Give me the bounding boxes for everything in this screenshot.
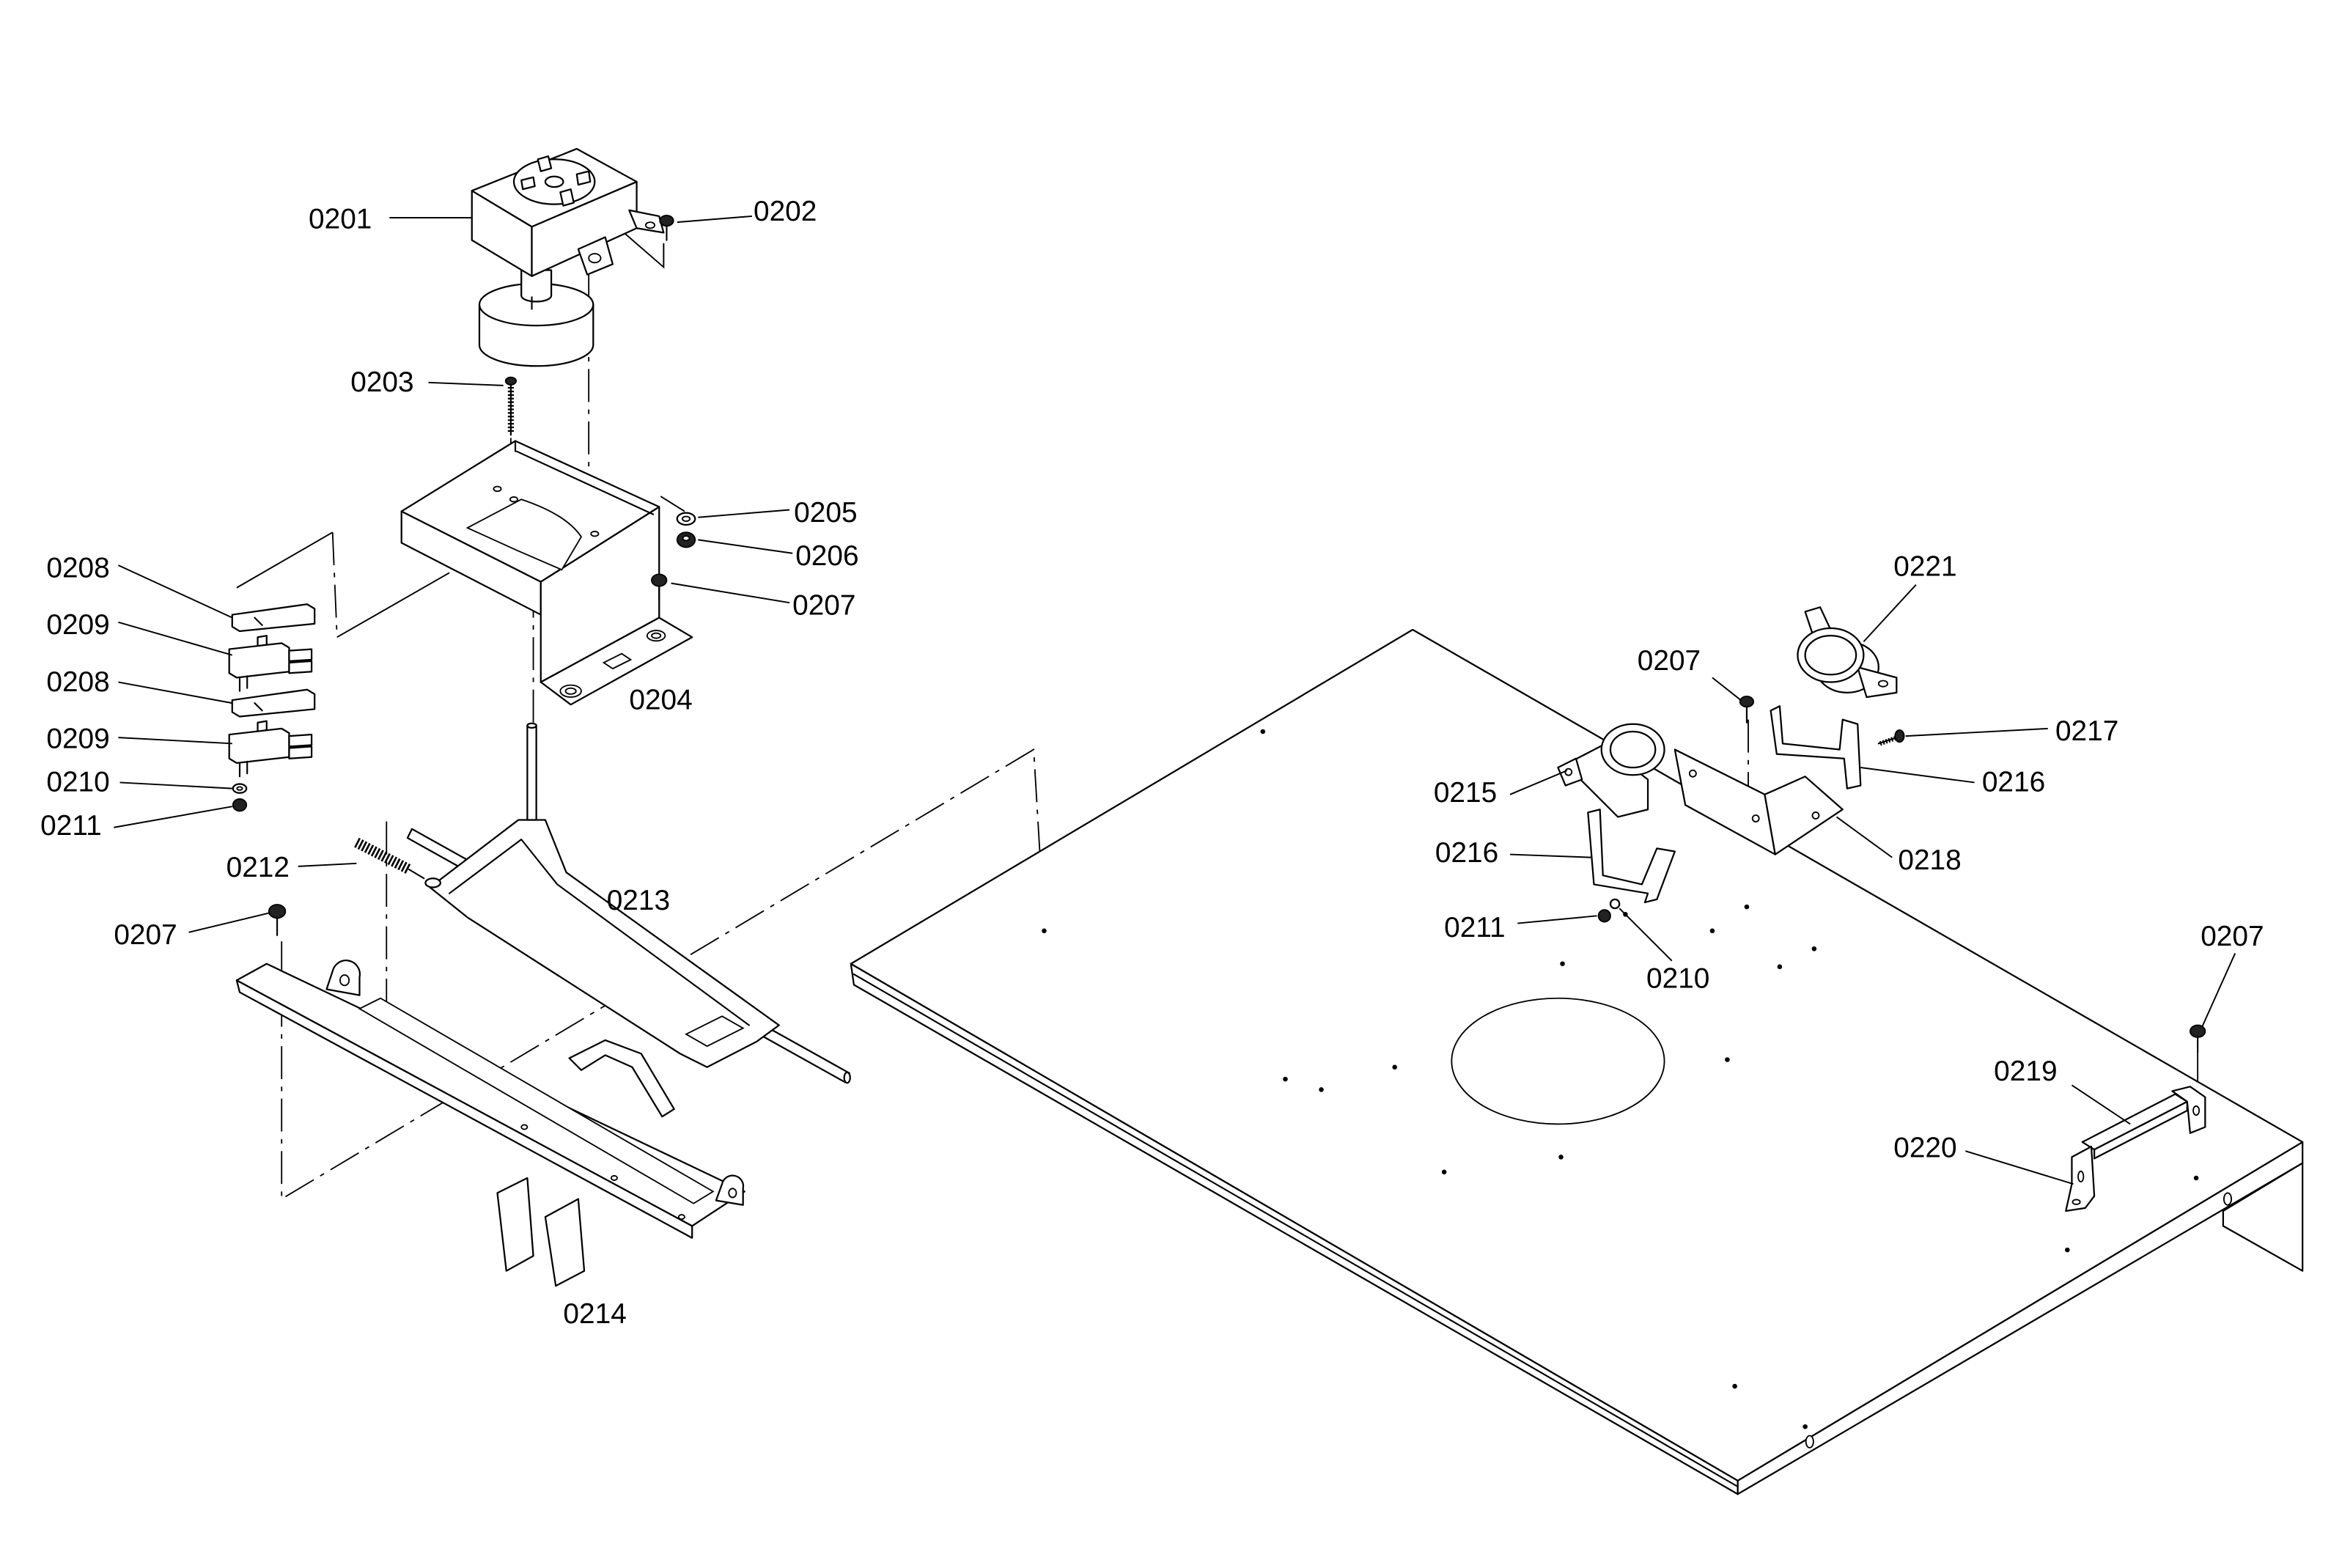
leader-line-0210 bbox=[1619, 908, 1673, 962]
callout-0206: 0206 bbox=[795, 540, 858, 572]
leader-line-0209 bbox=[118, 737, 232, 745]
callout-0203: 0203 bbox=[350, 367, 413, 398]
leader-line-0202 bbox=[677, 215, 753, 224]
bracket-opening bbox=[465, 498, 583, 571]
rod-hook bbox=[568, 1039, 675, 1118]
support-bar-screw bbox=[2189, 1024, 2206, 1053]
washer bbox=[676, 512, 696, 526]
vertical-rod bbox=[526, 724, 537, 821]
leader-line-0203 bbox=[428, 381, 504, 386]
support-end-bracket bbox=[2065, 1145, 2096, 1212]
callout-0201: 0201 bbox=[309, 203, 372, 235]
thermostat-clip bbox=[1770, 705, 1862, 789]
callout-0216: 0216 bbox=[1982, 767, 2045, 798]
motor-terminal-tab bbox=[628, 209, 665, 234]
leader-line-0211 bbox=[1517, 915, 1597, 924]
leader-line-0212 bbox=[298, 862, 357, 867]
callout-0207: 0207 bbox=[792, 590, 855, 622]
callout-0211: 0211 bbox=[1444, 912, 1506, 943]
bracket-screw bbox=[651, 573, 668, 601]
motor-screw bbox=[659, 214, 674, 241]
leader-line-0220 bbox=[1965, 1150, 2074, 1185]
leader-line-0211 bbox=[114, 806, 232, 828]
lower-thermostat bbox=[1557, 723, 1665, 818]
callout-0221: 0221 bbox=[1893, 551, 1956, 582]
leader-line-0208 bbox=[118, 681, 232, 704]
motor-bracket bbox=[400, 440, 693, 706]
callout-0207: 0207 bbox=[114, 919, 177, 951]
callout-0207: 0207 bbox=[1638, 645, 1701, 677]
leader-line-0218 bbox=[1836, 816, 1893, 858]
leader-line-0207 bbox=[1712, 677, 1742, 701]
actuator-rod-assembly bbox=[406, 722, 851, 1118]
small-nut bbox=[1597, 909, 1611, 923]
small-nut bbox=[232, 798, 248, 812]
callout-0213: 0213 bbox=[607, 885, 670, 916]
callout-labels: 0201 0202 0203 0205 0206 0207 0204 0208 … bbox=[40, 196, 2264, 1330]
leader-line-0206 bbox=[698, 539, 793, 554]
micro-switch bbox=[228, 635, 313, 692]
callout-0202: 0202 bbox=[754, 196, 817, 227]
leader-line-0207 bbox=[2201, 953, 2236, 1027]
small-washer bbox=[232, 783, 248, 794]
callout-0208: 0208 bbox=[46, 552, 109, 584]
rail-screw bbox=[268, 904, 287, 936]
long-screw bbox=[504, 376, 517, 436]
callout-0210: 0210 bbox=[46, 767, 109, 798]
leader-line-0221 bbox=[1863, 584, 1917, 643]
rail-tab bbox=[496, 1177, 534, 1272]
clip-screw bbox=[1877, 729, 1905, 746]
callout-0218: 0218 bbox=[1898, 844, 1961, 876]
plate-center-opening bbox=[1451, 997, 1665, 1125]
leader-line-0216 bbox=[1860, 767, 1975, 784]
switch-actuator-lever bbox=[231, 603, 316, 633]
upper-thermostat bbox=[1797, 606, 1898, 699]
micro-switch bbox=[228, 720, 313, 778]
callout-0214: 0214 bbox=[563, 1298, 626, 1330]
leader-line-0210 bbox=[119, 781, 232, 789]
callout-0219: 0219 bbox=[1994, 1056, 2057, 1087]
leader-line-0207 bbox=[188, 912, 270, 933]
leader-line-0219 bbox=[2071, 1084, 2131, 1125]
callout-0220: 0220 bbox=[1893, 1132, 1956, 1163]
rail-tab bbox=[544, 1198, 586, 1287]
callout-0215: 0215 bbox=[1434, 777, 1497, 809]
nut bbox=[676, 531, 696, 548]
callout-0209: 0209 bbox=[46, 609, 109, 641]
thermostat-bracket bbox=[1673, 748, 1844, 855]
leader-line-0209 bbox=[118, 621, 233, 656]
callout-0204: 0204 bbox=[629, 684, 692, 715]
switch-mounting-rail bbox=[235, 960, 745, 1287]
leader-line-0208 bbox=[118, 564, 233, 619]
leader-line-0216 bbox=[1510, 853, 1591, 858]
callout-0211: 0211 bbox=[40, 810, 102, 842]
callout-0210: 0210 bbox=[1646, 962, 1709, 994]
switch-actuator-lever bbox=[231, 688, 316, 718]
bracket-screw bbox=[1739, 696, 1755, 724]
leader-line-0205 bbox=[698, 509, 790, 518]
small-washer bbox=[1609, 898, 1621, 910]
leader-line-0207 bbox=[671, 582, 790, 604]
leader-lines bbox=[114, 215, 2236, 1185]
callout-0212: 0212 bbox=[227, 852, 290, 883]
plate-mounting-holes bbox=[1042, 729, 2199, 1429]
leader-line-0217 bbox=[1905, 727, 2048, 737]
thermostat-clip bbox=[1587, 809, 1676, 904]
timer-motor bbox=[471, 147, 665, 367]
base-plate bbox=[850, 628, 2304, 1495]
callout-0209: 0209 bbox=[46, 723, 109, 754]
callout-0216: 0216 bbox=[1435, 837, 1498, 869]
leader-line-0215 bbox=[1509, 770, 1568, 795]
callout-0205: 0205 bbox=[794, 497, 857, 529]
callout-0208: 0208 bbox=[46, 666, 109, 698]
callout-0217: 0217 bbox=[2055, 715, 2118, 747]
callout-0207: 0207 bbox=[2201, 921, 2264, 952]
return-spring bbox=[354, 837, 425, 880]
